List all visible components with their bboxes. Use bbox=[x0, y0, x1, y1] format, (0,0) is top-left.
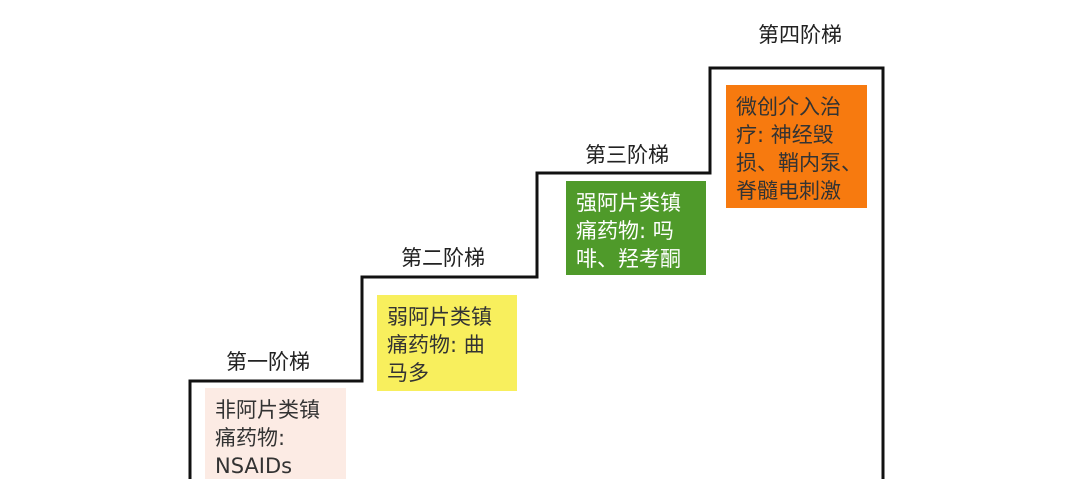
step-3-box: 强阿片类镇 痛药物: 吗 啡、羟考酮 bbox=[566, 181, 706, 275]
step-3-line: 啡、羟考酮 bbox=[576, 247, 681, 271]
step-1-line: 非阿片类镇 bbox=[215, 398, 320, 422]
step-4-label: 第四阶梯 bbox=[758, 23, 842, 47]
step-4-line: 微创介入治 bbox=[736, 95, 841, 119]
step-2-box: 弱阿片类镇 痛药物: 曲 马多 bbox=[377, 295, 517, 391]
step-3-label: 第三阶梯 bbox=[585, 143, 669, 167]
step-2-line: 弱阿片类镇 bbox=[387, 305, 492, 329]
step-4-line: 疗: 神经毁 bbox=[736, 123, 834, 147]
step-2-label: 第二阶梯 bbox=[401, 246, 485, 270]
step-3-line: 强阿片类镇 bbox=[576, 191, 681, 215]
step-1-line: NSAIDs bbox=[215, 454, 293, 478]
step-2-line: 马多 bbox=[387, 361, 429, 385]
step-1-box: 非阿片类镇 痛药物: NSAIDs bbox=[205, 388, 346, 479]
step-3-line: 痛药物: 吗 bbox=[576, 219, 674, 243]
step-1-label: 第一阶梯 bbox=[226, 350, 310, 374]
step-2-line: 痛药物: 曲 bbox=[387, 333, 485, 357]
step-4-box: 微创介入治 疗: 神经毁 损、鞘内泵、 脊髓电刺激 bbox=[726, 85, 867, 208]
staircase-line bbox=[188, 66, 885, 479]
step-4-line: 脊髓电刺激 bbox=[736, 179, 841, 203]
step-1-line: 痛药物: bbox=[215, 426, 286, 450]
step-4-line: 损、鞘内泵、 bbox=[736, 151, 862, 175]
